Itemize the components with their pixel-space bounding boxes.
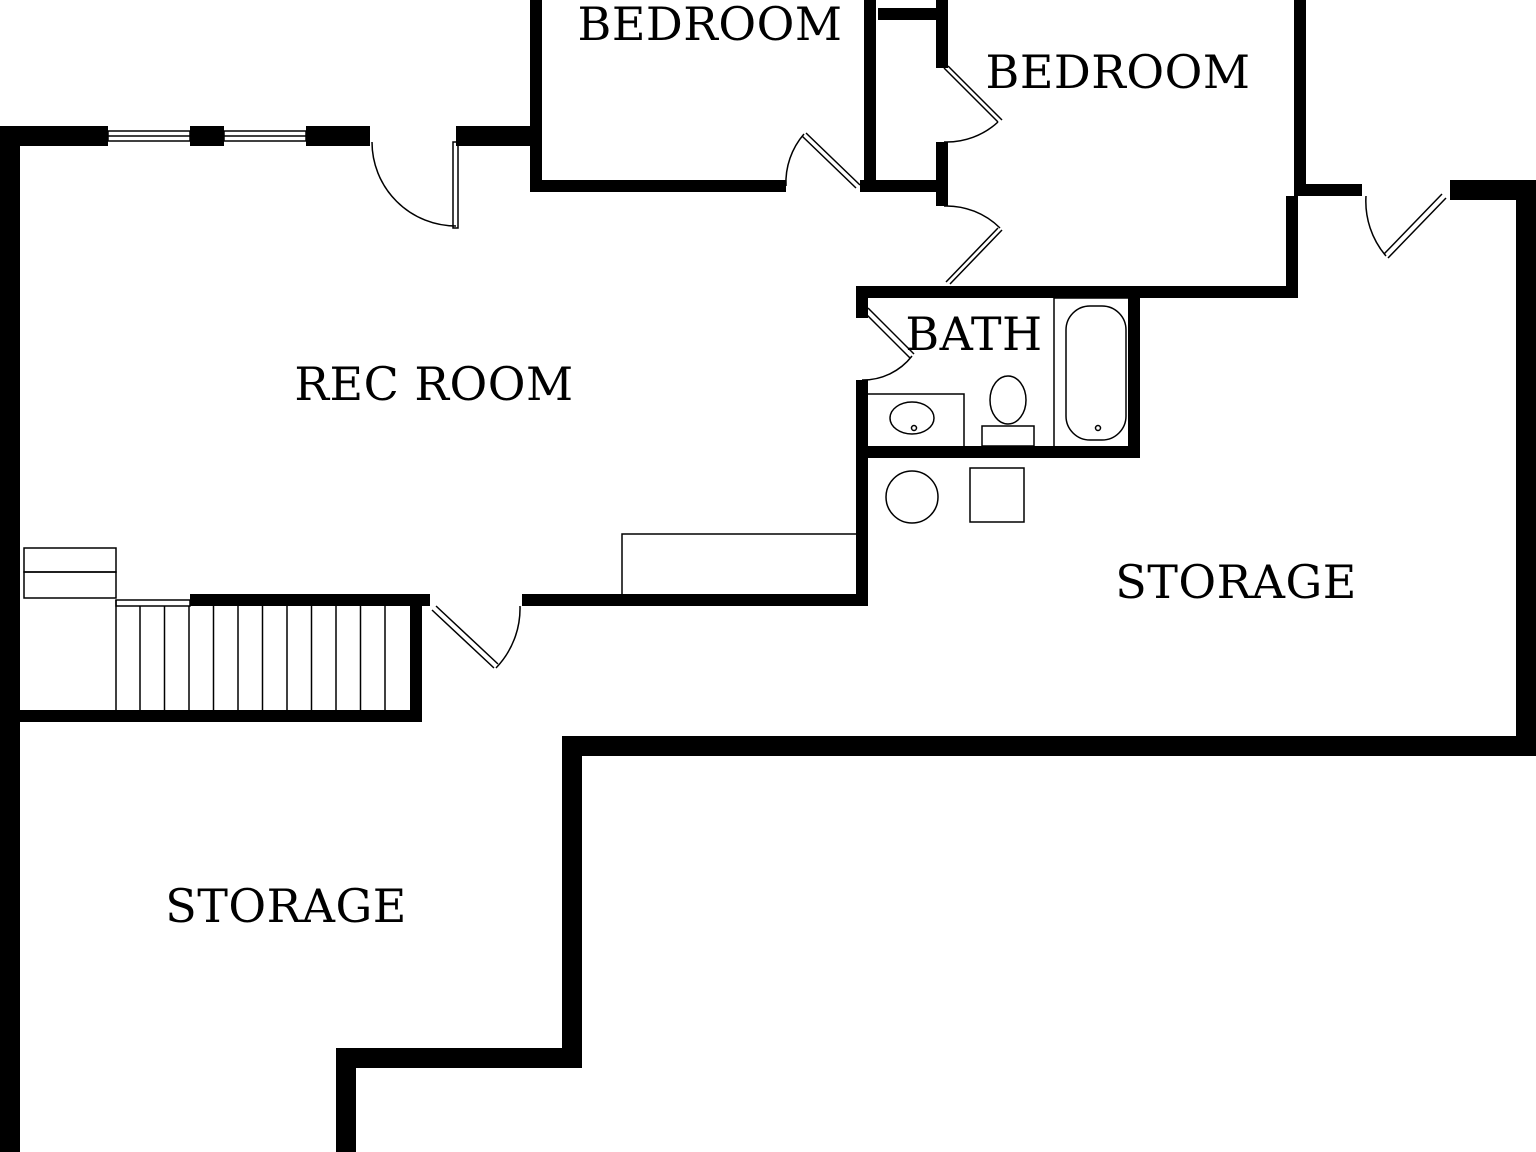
door-leaf xyxy=(863,311,911,359)
door-leaf xyxy=(867,307,915,355)
door-leaf xyxy=(452,141,459,229)
storage-left-label: STORAGE xyxy=(165,879,407,933)
room-labels: BEDROOM BEDROOM BATH REC ROOM STORAGE ST… xyxy=(165,0,1357,933)
door-leaf xyxy=(949,229,1003,285)
bedroom-2-closet-door xyxy=(943,65,1003,143)
bedroom-2-right-wall xyxy=(1294,0,1362,196)
bedroom-2-label: BEDROOM xyxy=(986,45,1251,99)
door-leaf xyxy=(431,609,495,669)
storage-right-label: STORAGE xyxy=(1115,555,1357,609)
door-swing-arc xyxy=(1365,195,1387,257)
door-swing-arc xyxy=(495,605,521,669)
door-leaf xyxy=(947,65,1003,121)
door-leaf xyxy=(943,67,999,123)
left-exterior-wall xyxy=(0,126,108,1152)
rec-room-bottom-door xyxy=(431,605,521,669)
door-leaf xyxy=(801,135,857,189)
stair-landing-step xyxy=(23,547,117,573)
toilet-bowl-icon xyxy=(989,375,1027,425)
door-leaf xyxy=(1383,193,1443,255)
bath-label: BATH xyxy=(905,307,1042,361)
door-swing-arc xyxy=(785,133,805,187)
bath-fixtures xyxy=(865,297,1131,449)
built-in-counter xyxy=(621,533,859,599)
door-leaf xyxy=(1387,197,1447,259)
staircase xyxy=(23,547,386,716)
bathtub xyxy=(1053,297,1131,449)
bath-wall xyxy=(856,292,1140,458)
sink-icon xyxy=(889,401,935,435)
sink-drain-icon xyxy=(910,424,918,432)
storage-top-door xyxy=(1365,193,1447,259)
rec-room-label: REC ROOM xyxy=(294,357,573,411)
rec-room-door xyxy=(371,141,459,229)
stair-nosing xyxy=(115,599,191,607)
door-leaf xyxy=(945,227,999,283)
tub-drain-icon xyxy=(1094,424,1102,432)
stair-enclosure-wall xyxy=(16,604,422,722)
bedroom-1-door xyxy=(785,132,861,189)
windows xyxy=(107,130,307,142)
door-swing-arc xyxy=(371,141,457,227)
door-swing-arc xyxy=(861,355,913,381)
rec-room-right-wall xyxy=(522,452,868,606)
bedroom-1-label: BEDROOM xyxy=(578,0,843,51)
door-swing-arc xyxy=(943,121,999,143)
bedroom-2-door xyxy=(943,205,1003,285)
furnace-icon xyxy=(969,467,1025,523)
bedroom-1-wall xyxy=(530,0,786,192)
bathtub-basin-icon xyxy=(1065,305,1127,441)
door-leaf xyxy=(805,132,861,186)
door-leaf xyxy=(435,605,499,665)
stair-landing-step xyxy=(23,571,117,599)
bath-door xyxy=(861,307,915,381)
toilet-tank-icon xyxy=(981,425,1035,447)
water-heater-icon xyxy=(885,470,939,524)
doors xyxy=(371,65,1447,669)
bedroom-2-bottom-wall xyxy=(856,196,1298,318)
door-swing-arc xyxy=(943,205,1001,229)
storage-exterior-wall xyxy=(336,180,1536,1152)
vanity xyxy=(865,393,965,449)
